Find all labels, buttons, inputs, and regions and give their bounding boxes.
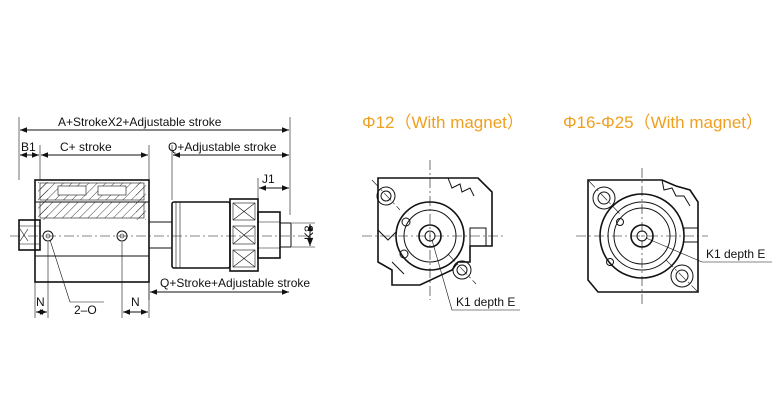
two-o-label: 2–O — [74, 303, 97, 317]
c-stroke-label: C+ stroke — [60, 140, 112, 154]
phi12-title: Φ12（With magnet） — [362, 113, 524, 132]
phi16-25-title: Φ16-Φ25（With magnet） — [563, 113, 763, 132]
q-stroke-adjustable-label: Q+Stroke+Adjustable stroke — [160, 276, 310, 290]
n-right-label: N — [131, 295, 140, 309]
side-view: A+StrokeX2+Adjustable stroke B1 C+ strok… — [10, 115, 316, 318]
front-view-phi12: K1 depth E — [362, 160, 520, 311]
b1-label: B1 — [21, 140, 36, 154]
k3-label: K3 — [302, 225, 316, 240]
k1-depth-e-right: K1 depth E — [706, 247, 765, 261]
j1-label: J1 — [262, 172, 275, 186]
k1-depth-e-left: K1 depth E — [456, 295, 515, 309]
q-adjustable-label: Q+Adjustable stroke — [168, 140, 277, 154]
n-left-label: N — [36, 295, 45, 309]
front-view-phi16-25: K1 depth E — [576, 168, 772, 304]
overall-dimension-label: A+StrokeX2+Adjustable stroke — [58, 115, 222, 129]
